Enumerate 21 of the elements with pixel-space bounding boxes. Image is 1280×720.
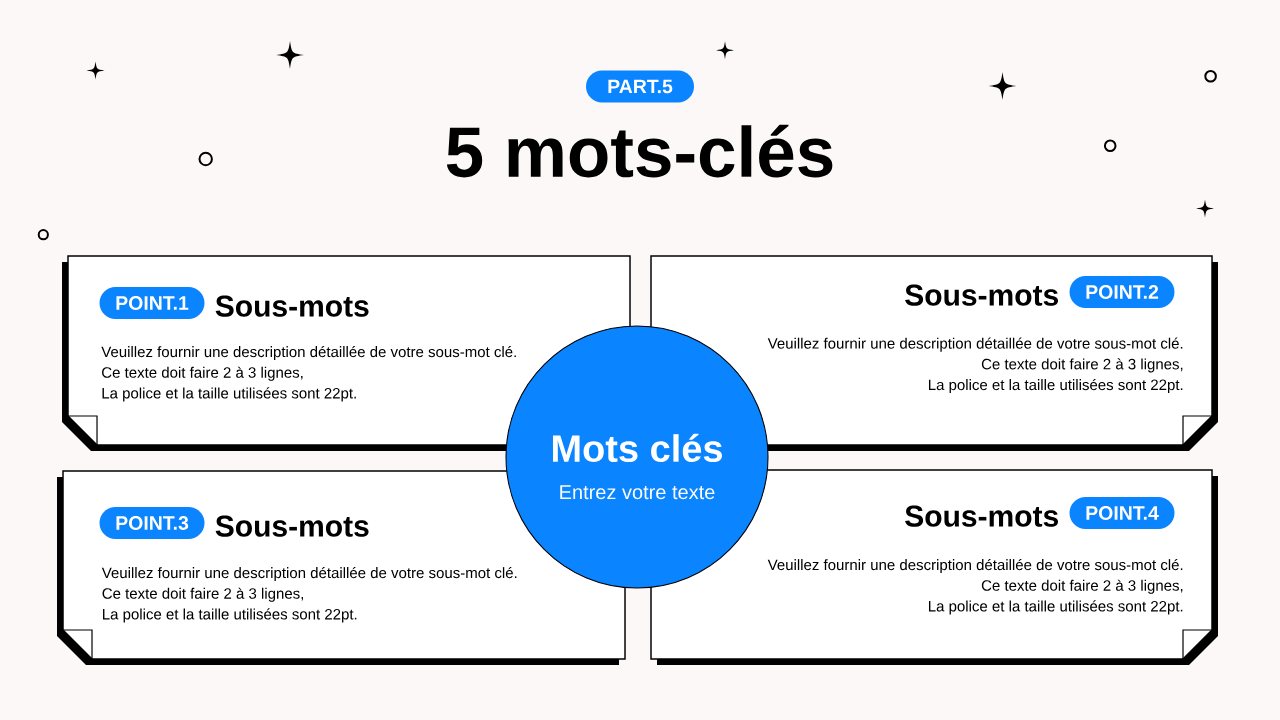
body-text: Veuillez fournir une description détaillée de votre sous-mot clé.: [767, 337, 1183, 352]
body-text: Veuillez fournir une description détaillée de votre sous-mot clé.: [101, 566, 517, 582]
title: 5 mots-clés: [446, 124, 833, 178]
card-heading: Sous-mots: [905, 284, 1058, 306]
body-text: La police et la taille utilisées sont 22pt.: [103, 608, 357, 623]
circle-subtitle: Entrez votre texte: [560, 485, 715, 500]
card-heading: Sous-mots: [215, 515, 369, 537]
tag-pill: POINT.2: [1069, 276, 1175, 308]
body-text: La police et la taille utilisées sont 22pt.: [929, 600, 1183, 615]
tag-pill: PART.5: [586, 70, 694, 103]
card-heading: Sous-mots: [215, 295, 369, 317]
body-text: Veuillez fournir une description détaillée de votre sous-mot clé.: [101, 345, 516, 361]
body-text: Ce texte doit faire 2 à 3 lignes,: [981, 579, 1183, 594]
circle-heading: Mots clés: [553, 433, 722, 463]
body-text: Veuillez fournir une description détaillée de votre sous-mot clé.: [767, 558, 1183, 574]
body-text: La police et la taille utilisées sont 22pt.: [102, 387, 356, 402]
body-text: Ce texte doit faire 2 à 3 lignes,: [102, 366, 303, 381]
body-text: Ce texte doit faire 2 à 3 lignes,: [981, 358, 1183, 373]
body-text: Ce texte doit faire 2 à 3 lignes,: [102, 587, 303, 602]
body-text: La police et la taille utilisées sont 22pt.: [929, 378, 1183, 394]
card-heading: Sous-mots: [905, 505, 1058, 527]
